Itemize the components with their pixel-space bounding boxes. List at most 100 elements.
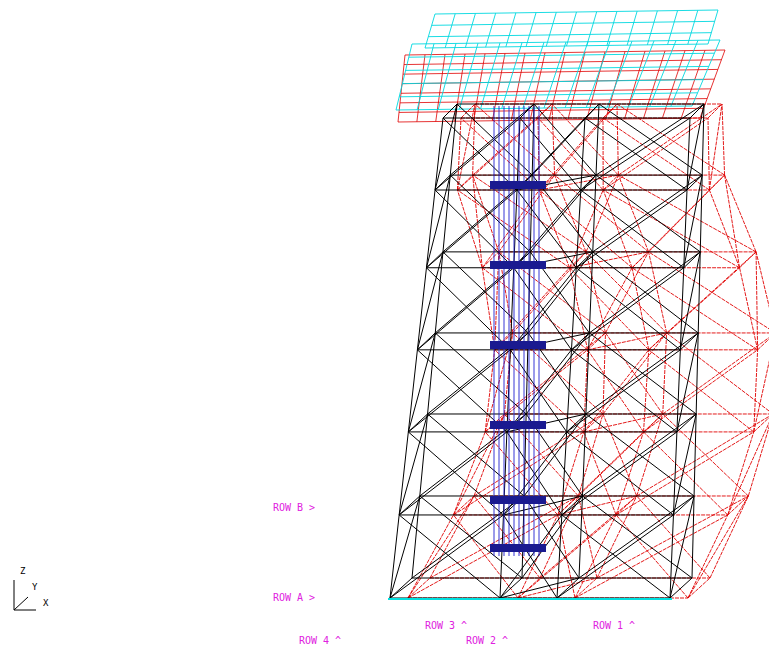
- frame-member: [507, 431, 567, 432]
- deck-member: [668, 11, 678, 45]
- deck-member: [417, 44, 434, 110]
- frame-member: [596, 104, 704, 175]
- deformed-member: [754, 350, 758, 432]
- conductor: [514, 106, 515, 556]
- conductor-frame: [490, 181, 546, 189]
- deck-member: [459, 43, 478, 109]
- frame-member: [696, 333, 698, 414]
- frame-member: [417, 349, 510, 350]
- conductor: [504, 106, 505, 556]
- frame-member: [571, 333, 589, 350]
- deck-member: [650, 41, 676, 107]
- frame-member: [500, 515, 503, 598]
- frame-member: [692, 496, 694, 578]
- deformed-member: [688, 515, 728, 598]
- deformed-member: [644, 414, 663, 432]
- frame-member: [698, 252, 700, 333]
- deformed-member: [584, 414, 663, 432]
- row-label: ROW 2 ^: [465, 635, 509, 647]
- deck-member: [607, 11, 617, 45]
- frame-member: [517, 118, 520, 190]
- axis-label: X: [42, 598, 49, 608]
- frame-member: [593, 251, 700, 252]
- frame-member: [390, 496, 420, 598]
- frame-member: [417, 252, 443, 350]
- deformed-member: [617, 104, 725, 175]
- deck-member: [409, 53, 715, 57]
- deformed-member: [709, 104, 722, 190]
- frame-member: [399, 432, 408, 515]
- deformed-member: [754, 414, 769, 432]
- deformed-member: [728, 432, 754, 515]
- conductor: [509, 106, 510, 556]
- deck-member: [627, 11, 637, 45]
- deformed-member: [495, 268, 570, 350]
- frame-member: [599, 104, 704, 105]
- conductor: [534, 106, 535, 556]
- deformed-member: [637, 414, 769, 496]
- frame-member: [412, 578, 522, 579]
- frame-member: [417, 350, 507, 432]
- deformed-member: [740, 268, 758, 350]
- frame-member: [428, 333, 436, 414]
- deformed-member: [758, 333, 769, 350]
- deformed-member: [575, 515, 728, 598]
- deck-member: [523, 42, 544, 108]
- axis-label: Z: [19, 566, 26, 576]
- deck-member: [567, 12, 577, 46]
- mudline: [388, 599, 672, 600]
- deformed-member: [616, 515, 688, 598]
- frame-member: [534, 104, 596, 175]
- frame-member: [428, 413, 527, 414]
- deformed-member: [586, 252, 667, 333]
- frame-member: [408, 432, 503, 515]
- frame-member: [596, 175, 702, 176]
- deformed-member: [558, 432, 644, 515]
- deformed-member: [649, 350, 754, 432]
- frame-member: [589, 252, 592, 333]
- frame-member: [576, 190, 581, 268]
- frame-member: [390, 515, 399, 598]
- frame-member: [687, 104, 704, 190]
- frame-member: [567, 350, 681, 432]
- conductor: [494, 106, 495, 556]
- row-label: ROW 3 ^: [424, 620, 468, 632]
- deformed-member: [756, 252, 758, 350]
- frame-member: [700, 175, 702, 252]
- conductor-bundle: [490, 106, 546, 556]
- deformed-member: [518, 515, 616, 598]
- deck-member: [647, 11, 657, 45]
- deformed-member: [632, 268, 649, 350]
- deformed-member: [461, 118, 539, 190]
- deck-member: [486, 13, 496, 47]
- frame-member: [408, 333, 435, 432]
- frame-member: [520, 104, 534, 118]
- deck-member: [396, 106, 692, 110]
- deformed-member: [588, 350, 644, 432]
- frame-member: [562, 515, 670, 598]
- deck-member: [607, 41, 632, 107]
- frame-member: [589, 333, 696, 414]
- row-label: ROW A >: [272, 592, 316, 604]
- deformed-member: [578, 496, 597, 578]
- frame-member: [684, 175, 702, 268]
- conductor: [539, 106, 540, 556]
- deformed-member: [756, 252, 769, 333]
- frame-member: [680, 252, 700, 350]
- deck-grid: [396, 10, 725, 122]
- deformed-member: [725, 175, 756, 252]
- frame-member: [596, 175, 700, 252]
- deformed-member: [725, 175, 740, 268]
- y-axis: [14, 597, 28, 610]
- deck-member: [587, 12, 597, 46]
- deformed-member: [649, 252, 667, 333]
- deformed-deck-member: [401, 89, 711, 93]
- frame-member: [522, 578, 579, 579]
- conductor: [524, 106, 525, 556]
- conductor-frame: [490, 421, 546, 429]
- conductor: [519, 106, 520, 556]
- deformed-member: [618, 175, 648, 252]
- deck-member: [402, 80, 703, 84]
- conductor-frame: [490, 544, 546, 552]
